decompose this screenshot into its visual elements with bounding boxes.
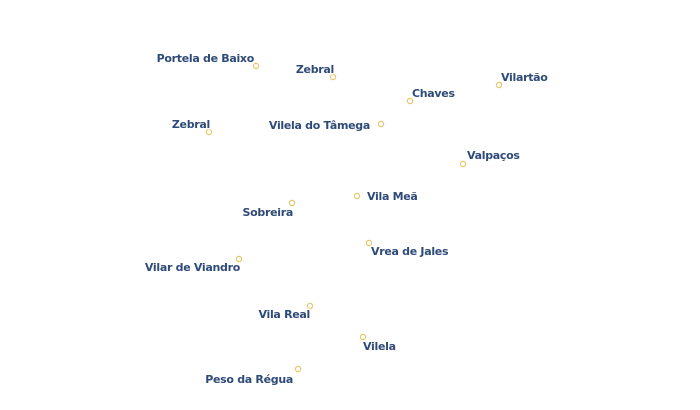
place-vilar-de-viandro[interactable]: Vilar de Viandro xyxy=(143,255,243,276)
place-label: Vilela do Tâmega xyxy=(269,119,370,132)
place-label: Portela de Baixo xyxy=(157,52,255,65)
place-marker[interactable] xyxy=(377,120,385,128)
place-label: Vilar de Viandro xyxy=(145,261,241,274)
place-marker[interactable] xyxy=(294,365,302,373)
place-marker[interactable] xyxy=(495,81,503,89)
place-label: Vilela xyxy=(363,340,396,353)
place-label: Chaves xyxy=(412,87,455,100)
place-vilartao[interactable]: Vilartão xyxy=(495,70,550,89)
place-valpacos[interactable]: Valpaços xyxy=(459,148,522,168)
place-label: Vila Meã xyxy=(367,190,418,203)
place-marker[interactable] xyxy=(235,255,243,263)
place-label: Sobreira xyxy=(243,206,293,219)
place-marker[interactable] xyxy=(365,239,373,247)
place-zebral-west[interactable]: Zebral xyxy=(170,117,213,136)
place-vila-real[interactable]: Vila Real xyxy=(257,302,314,323)
place-label: Peso da Régua xyxy=(205,373,293,386)
place-marker[interactable] xyxy=(353,192,361,200)
place-marker[interactable] xyxy=(459,160,467,168)
place-marker[interactable] xyxy=(306,302,314,310)
place-portela-de-baixo[interactable]: Portela de Baixo xyxy=(155,51,260,70)
place-marker[interactable] xyxy=(288,199,296,207)
place-zebral-north[interactable]: Zebral xyxy=(294,62,337,81)
place-sobreira[interactable]: Sobreira xyxy=(241,199,296,221)
place-label: Vrea de Jales xyxy=(371,245,449,258)
place-label: Vilartão xyxy=(501,71,548,84)
place-vilela-do-tamega[interactable]: Vilela do Tâmega xyxy=(267,118,385,134)
place-peso-da-regua[interactable]: Peso da Régua xyxy=(204,365,302,388)
place-marker[interactable] xyxy=(406,97,414,105)
place-marker[interactable] xyxy=(359,333,367,341)
place-label: Valpaços xyxy=(467,149,520,162)
place-marker[interactable] xyxy=(329,73,337,81)
place-chaves[interactable]: Chaves xyxy=(406,86,457,105)
place-vila-mea[interactable]: Vila Meã xyxy=(353,189,419,205)
place-marker[interactable] xyxy=(205,128,213,136)
place-vrea-de-jales[interactable]: Vrea de Jales xyxy=(365,239,451,260)
place-label: Zebral xyxy=(172,118,210,131)
place-label: Zebral xyxy=(296,63,334,76)
place-vilela[interactable]: Vilela xyxy=(359,333,398,355)
place-label: Vila Real xyxy=(258,308,310,321)
place-marker[interactable] xyxy=(252,62,260,70)
